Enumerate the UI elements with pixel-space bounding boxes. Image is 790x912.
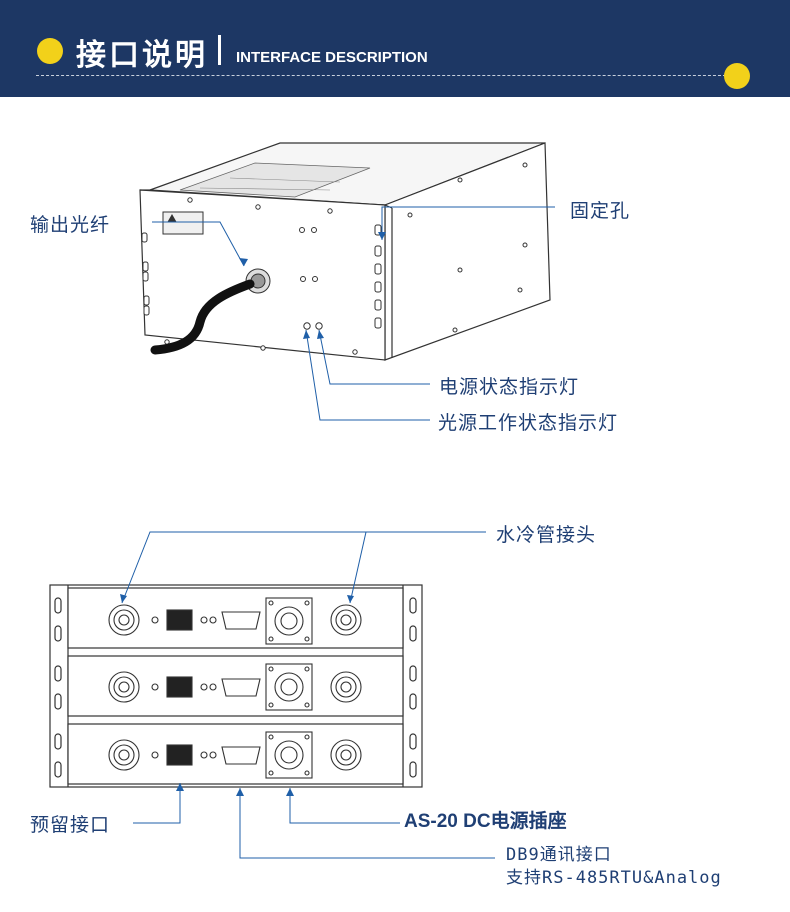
fiber-cable xyxy=(150,279,255,355)
label-mounting-hole: 固定孔 xyxy=(570,200,631,222)
title-divider xyxy=(218,35,221,65)
front-panel-details xyxy=(141,162,528,355)
section-title: 接口说明 xyxy=(76,38,208,73)
bottom-leader-lines xyxy=(121,531,495,859)
label-power-indicator: 电源状态指示灯 xyxy=(439,376,580,398)
label-reserved-port: 预留接口 xyxy=(30,814,111,836)
rack-module-3 xyxy=(108,731,362,779)
decor-dot-icon xyxy=(724,63,750,89)
label-dc-socket: AS-20 DC电源插座 xyxy=(404,811,567,832)
label-db9-line1: DB9通讯接口 xyxy=(506,845,612,865)
section-subtitle: INTERFACE DESCRIPTION xyxy=(236,49,428,66)
top-leader-lines xyxy=(152,206,555,421)
rack-module-2 xyxy=(108,663,362,711)
bottom-arrowheads xyxy=(120,594,354,796)
bullet-dot-icon xyxy=(37,38,63,64)
rack-module-1 xyxy=(108,597,362,645)
header-dashed-line xyxy=(36,75,736,76)
section-header: 接口说明 INTERFACE DESCRIPTION xyxy=(0,0,790,97)
label-water-connector: 水冷管接头 xyxy=(496,524,597,546)
top-arrowheads xyxy=(239,232,386,339)
label-db9-line2: 支持RS-485RTU&Analog xyxy=(506,868,722,888)
label-source-indicator: 光源工作状态指示灯 xyxy=(438,412,619,434)
label-output-fiber: 输出光纤 xyxy=(30,214,111,236)
